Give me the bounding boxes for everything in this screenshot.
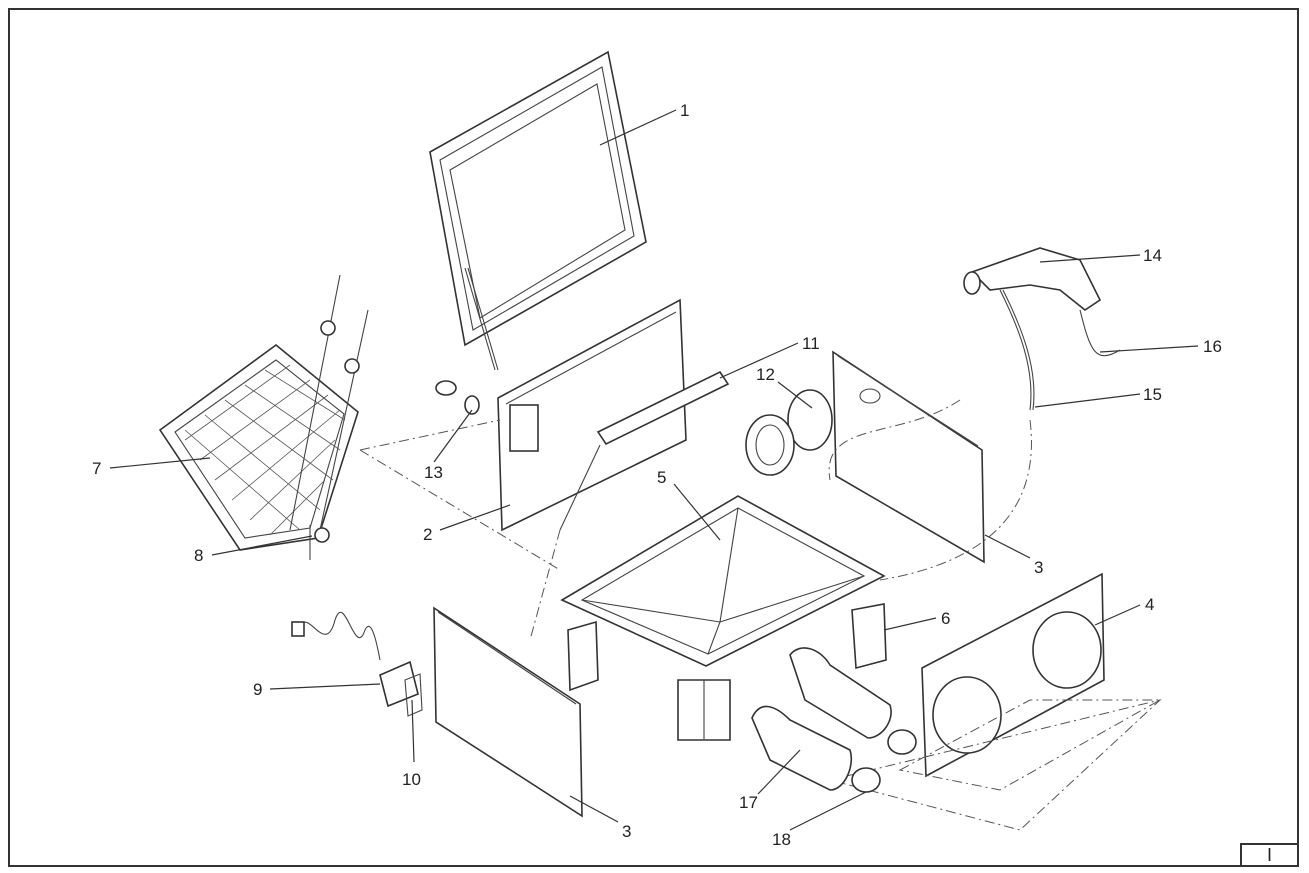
side-panel-right-part (832, 350, 985, 564)
blast-gun-part (963, 247, 1102, 311)
callout-4: 4 (1145, 595, 1154, 614)
callout-3-upper: 3 (1034, 558, 1043, 577)
hopper-part (560, 495, 886, 667)
leader-lines (109, 109, 1199, 831)
callout-15: 15 (1143, 385, 1162, 404)
callout-13: 13 (424, 463, 443, 482)
callout-8: 8 (194, 546, 203, 565)
rear-panel-part (435, 298, 687, 532)
callout-12: 12 (756, 365, 775, 384)
assembly-lines (359, 419, 561, 641)
callout-14: 14 (1143, 246, 1162, 265)
callout-16: 16 (1203, 337, 1222, 356)
callout-3-lower: 3 (622, 822, 631, 841)
callout-9: 9 (253, 680, 262, 699)
vacuum-port-part (745, 389, 833, 476)
callout-11: 11 (802, 334, 820, 353)
callout-2: 2 (423, 525, 432, 544)
callout-1: 1 (680, 101, 689, 120)
front-panel-part (829, 572, 1162, 831)
callout-10: 10 (402, 770, 421, 789)
glove-part (751, 647, 892, 791)
air-hose-part (828, 289, 1121, 581)
callout-17: 17 (739, 793, 758, 812)
switch-box-part (291, 611, 423, 717)
callout-labels: 1 2 3 3 4 5 6 7 8 9 10 11 12 13 14 15 16… (92, 101, 1222, 849)
leg-bracket-right-part (851, 603, 887, 670)
callout-7: 7 (92, 459, 101, 478)
mesh-screen-part (158, 274, 369, 551)
window-frame-part (429, 50, 647, 371)
side-panel-left-part (433, 606, 583, 818)
page-marker: I (1240, 843, 1299, 867)
hopper-outlet-part (677, 679, 731, 741)
callout-6: 6 (941, 609, 950, 628)
drawing-frame (8, 8, 1299, 867)
latch-part (309, 525, 330, 560)
callout-18: 18 (772, 830, 791, 849)
light-tube-part (559, 370, 730, 531)
callout-5: 5 (657, 468, 666, 487)
leg-bracket-left-part (567, 620, 599, 692)
